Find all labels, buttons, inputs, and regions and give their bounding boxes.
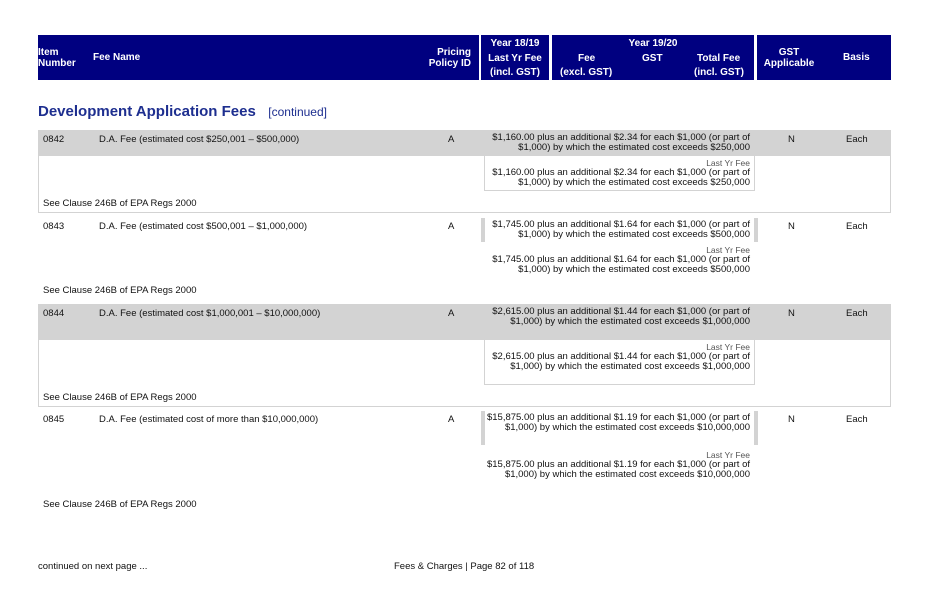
fee-description: $1,745.00 plus an additional $1.64 for e… <box>492 219 750 240</box>
row-side-right <box>890 340 891 406</box>
last-yr-fee-label: Last Yr Fee <box>706 245 750 255</box>
footer-page-number: Fees & Charges | Page 82 of 118 <box>394 561 535 572</box>
item-number: 0845 <box>43 414 65 425</box>
item-number: 0844 <box>43 308 65 319</box>
basis: Each <box>846 221 868 232</box>
row-side-left <box>38 156 39 212</box>
last-yr-fee: $2,615.00 plus an additional $1.44 for e… <box>492 351 750 372</box>
row-divider <box>38 406 891 407</box>
row-side-left <box>38 340 39 406</box>
header-year1819: Year 18/19 Last Yr Fee (incl. GST) <box>481 35 549 80</box>
last-yr-fee: $15,875.00 plus an additional $1.19 for … <box>486 459 750 480</box>
last-yr-fee-label: Last Yr Fee <box>706 450 750 460</box>
header-item-number: Item Number <box>38 47 76 69</box>
section-title-main: Development Application Fees <box>38 103 256 120</box>
pricing-policy: A <box>448 221 455 232</box>
header-pricing-policy: Pricing Policy ID <box>428 47 471 69</box>
gst-applicable: N <box>788 308 795 319</box>
item-number: 0843 <box>43 221 65 232</box>
fee-description: $1,160.00 plus an additional $2.34 for e… <box>492 132 750 153</box>
fee-name: D.A. Fee (estimated cost $500,001 – $1,0… <box>99 221 308 232</box>
fee-bar-left <box>481 218 485 242</box>
fee-name: D.A. Fee (estimated cost $1,000,001 – $1… <box>99 308 321 319</box>
header-year1920: Year 19/20 Fee (excl. GST) GST Total Fee… <box>552 35 754 80</box>
header-fee-name: Fee Name <box>93 52 141 63</box>
footer-continued: continued on next page ... <box>38 561 148 572</box>
last-yr-fee-label: Last Yr Fee <box>706 342 750 352</box>
fee-description: $15,875.00 plus an additional $1.19 for … <box>486 412 750 433</box>
gst-applicable: N <box>788 414 795 425</box>
fee-bar-right <box>754 218 758 242</box>
pricing-policy: A <box>448 308 455 319</box>
row-note: See Clause 246B of EPA Regs 2000 <box>43 198 197 209</box>
header-left: Item Number Fee Name Pricing Policy ID <box>38 35 479 80</box>
row-note: See Clause 246B of EPA Regs 2000 <box>43 392 197 403</box>
last-yr-fee: $1,745.00 plus an additional $1.64 for e… <box>492 254 750 275</box>
header-basis: Basis <box>843 52 870 63</box>
header-right: GST Applicable Basis <box>757 35 891 80</box>
last-yr-fee: $1,160.00 plus an additional $2.34 for e… <box>492 167 750 188</box>
pricing-policy: A <box>448 414 455 425</box>
fee-bar-left <box>481 411 485 445</box>
fee-name: D.A. Fee (estimated cost of more than $1… <box>99 414 319 425</box>
header-gst-applicable: GST Applicable <box>763 47 815 69</box>
section-title-continued: [continued] <box>268 105 327 119</box>
last-yr-fee-label: Last Yr Fee <box>706 158 750 168</box>
item-number: 0842 <box>43 134 65 145</box>
row-side-right <box>890 156 891 212</box>
table-row <box>38 304 891 340</box>
gst-applicable: N <box>788 221 795 232</box>
gst-applicable: N <box>788 134 795 145</box>
fee-name: D.A. Fee (estimated cost $250,001 – $500… <box>99 134 300 145</box>
table-row <box>38 130 891 156</box>
section-title: Development Application Fees [continued] <box>38 103 327 121</box>
row-note: See Clause 246B of EPA Regs 2000 <box>43 285 197 296</box>
basis: Each <box>846 134 868 145</box>
last-yr-fee-box <box>484 156 755 191</box>
row-note: See Clause 246B of EPA Regs 2000 <box>43 499 197 510</box>
pricing-policy: A <box>448 134 455 145</box>
fee-bar-right <box>754 411 758 445</box>
row-divider <box>38 212 891 213</box>
basis: Each <box>846 414 868 425</box>
last-yr-fee-box <box>484 340 755 385</box>
fee-description: $2,615.00 plus an additional $1.44 for e… <box>492 306 750 327</box>
basis: Each <box>846 308 868 319</box>
